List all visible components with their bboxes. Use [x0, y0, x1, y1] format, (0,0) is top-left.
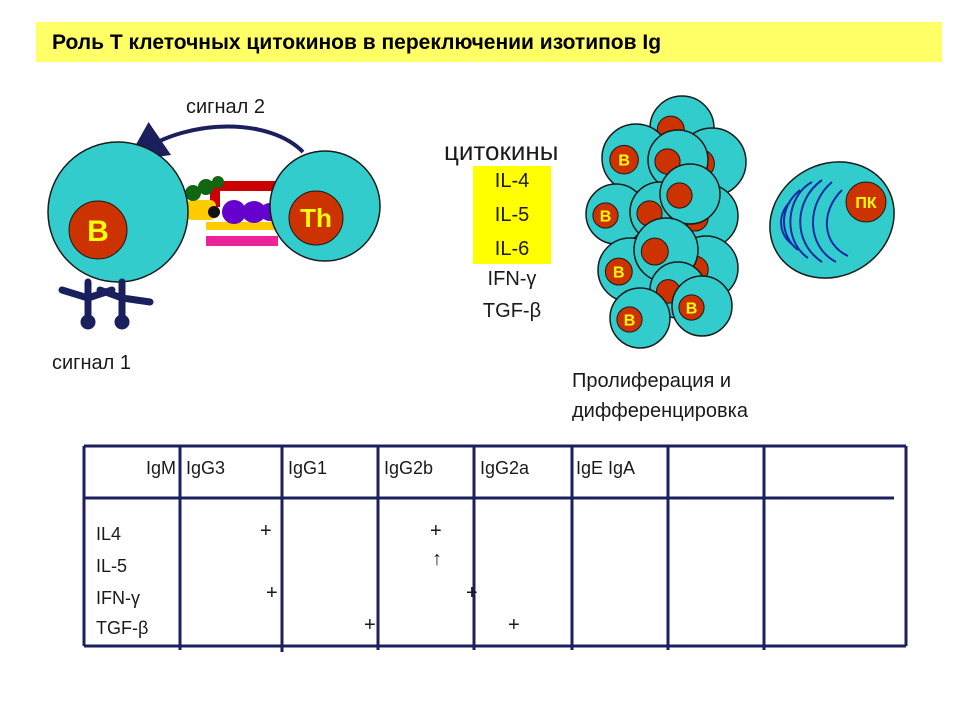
mark-il5-arrow: ↑: [432, 548, 442, 570]
mark-ifn-igg3: +: [266, 582, 278, 604]
cytokine-il5: IL-5: [494, 204, 530, 226]
row-ifn: IFN-γ: [96, 588, 140, 608]
cluster-b-cell-label: B: [686, 301, 698, 318]
mark-il4-igg1: +: [260, 520, 272, 542]
th-cell: Th: [269, 150, 381, 262]
cluster-b-cell-label: B: [618, 153, 630, 170]
cytokine-il4: IL-4: [494, 170, 530, 192]
cluster-b-cell-label: B: [613, 265, 625, 282]
cluster-b-cell: B: [671, 275, 733, 337]
header-igg3: IgG3: [186, 458, 226, 478]
row-tgf: TGF-β: [96, 618, 149, 638]
header-ige-iga: IgE IgA: [576, 458, 636, 478]
b-cell-cluster: BBBBBB: [585, 95, 747, 349]
header-igg2b: IgG2b: [384, 458, 434, 478]
proliferation-label: Пролиферация и дифференцировка: [572, 366, 748, 426]
isotype-table-grid: [82, 444, 908, 652]
signal2-label: сигнал 2: [186, 96, 265, 118]
b-cell-label: B: [87, 215, 109, 248]
b-cell: B: [47, 141, 189, 283]
mark-ifn-igg2a: +: [466, 582, 478, 604]
header-igg2a: IgG2a: [480, 458, 530, 478]
signal2-arrow: [126, 121, 305, 161]
page-title: Роль Т клеточных цитокинов в переключени…: [52, 31, 662, 54]
mark-tgf-igg2b: +: [364, 614, 376, 636]
proliferation-line-2: дифференцировка: [572, 400, 748, 422]
mark-il4-ige: +: [430, 520, 442, 542]
title-bar: Роль Т клеточных цитокинов в переключени…: [36, 22, 942, 62]
cytokine-il6: IL-6: [494, 238, 530, 260]
cluster-b-cell: B: [585, 183, 647, 245]
cluster-b-cell: [659, 163, 721, 225]
cytokine-ifn: IFN-γ: [487, 268, 537, 290]
header-igm: IgM: [146, 458, 177, 478]
plasma-cell: ПК: [769, 161, 895, 279]
header-igg1: IgG1: [288, 458, 328, 478]
row-il4: IL4: [96, 524, 122, 544]
cytokine-tgf: TGF-β: [482, 300, 542, 322]
mark-tgf-iga: +: [508, 614, 520, 636]
cluster-b-cell-label: B: [600, 209, 612, 226]
cluster-b-cell-label: B: [624, 313, 636, 330]
cytokines-title: цитокины: [444, 136, 559, 166]
cluster-b-cell: B: [609, 287, 671, 349]
signal1-label: сигнал 1: [52, 352, 131, 374]
receptor-complex: [185, 176, 280, 246]
antibody-icon: [58, 278, 154, 330]
plasma-cell-label: ПК: [855, 195, 877, 212]
proliferation-line-1: Пролиферация и: [572, 370, 732, 392]
th-cell-label: Th: [300, 203, 332, 233]
row-il5: IL-5: [96, 556, 128, 576]
cytokine-highlight: [473, 166, 551, 264]
